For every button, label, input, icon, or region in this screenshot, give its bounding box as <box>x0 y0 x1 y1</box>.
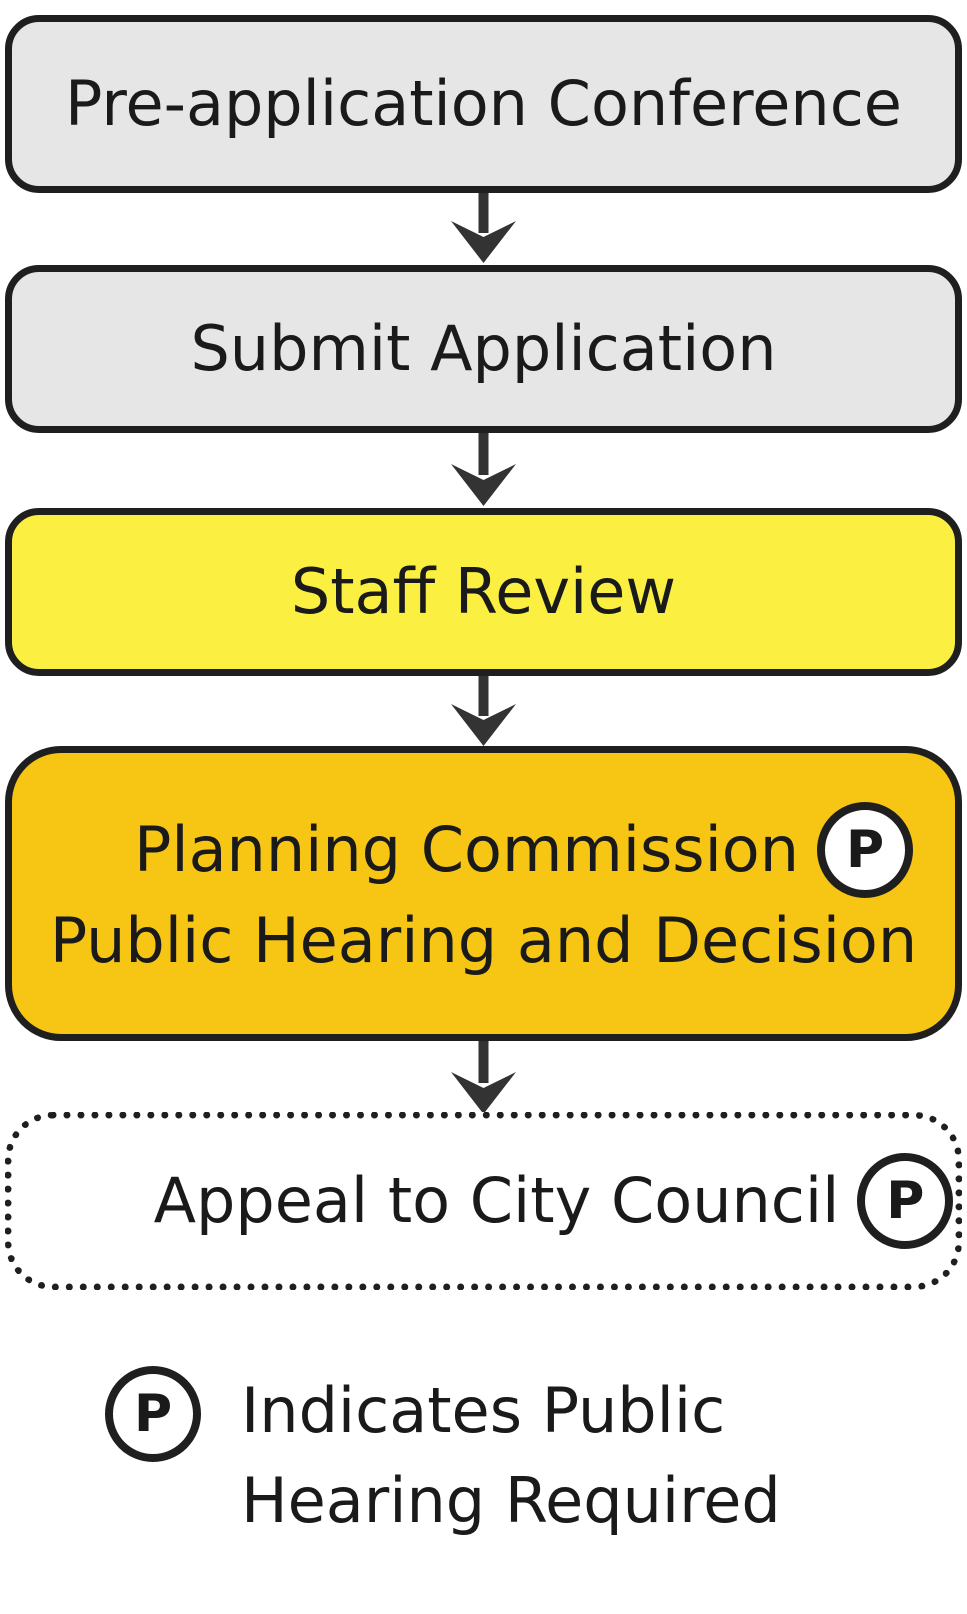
legend-line2: Hearing Required <box>241 1464 781 1537</box>
step-label-row: Appeal to City Council P <box>154 1153 954 1249</box>
public-hearing-badge-icon: P <box>105 1366 201 1462</box>
public-hearing-badge-icon: P <box>857 1153 954 1249</box>
step-pre-application-conference: Pre-application Conference <box>5 15 962 193</box>
public-hearing-badge-icon: P <box>817 802 914 899</box>
down-arrow-icon <box>446 193 521 265</box>
step-label-line1: Planning Commission <box>133 812 800 886</box>
legend: P Indicates Public Hearing Required <box>105 1366 781 1546</box>
step-label: Appeal to City Council <box>153 1163 840 1237</box>
step-planning-commission-hearing: Planning Commission P Public Hearing and… <box>5 746 962 1041</box>
step-staff-review: Staff Review <box>5 508 962 676</box>
step-submit-application: Submit Application <box>5 265 962 433</box>
step-label: Pre-application Conference <box>65 66 902 140</box>
step-appeal-to-city-council: Appeal to City Council P <box>5 1112 962 1290</box>
step-label: Staff Review <box>290 554 677 628</box>
legend-text: Indicates Public Hearing Required <box>241 1366 781 1546</box>
step-label-line2: Public Hearing and Decision <box>49 904 918 978</box>
step-label: Submit Application <box>190 311 777 385</box>
down-arrow-icon <box>446 433 521 508</box>
down-arrow-icon <box>446 676 521 748</box>
step-label-line2-row: Public Hearing and Decision <box>50 898 917 985</box>
down-arrow-icon <box>446 1041 521 1116</box>
step-label-line1-row: Planning Commission P <box>133 802 914 899</box>
legend-line1: Indicates Public <box>241 1374 726 1447</box>
